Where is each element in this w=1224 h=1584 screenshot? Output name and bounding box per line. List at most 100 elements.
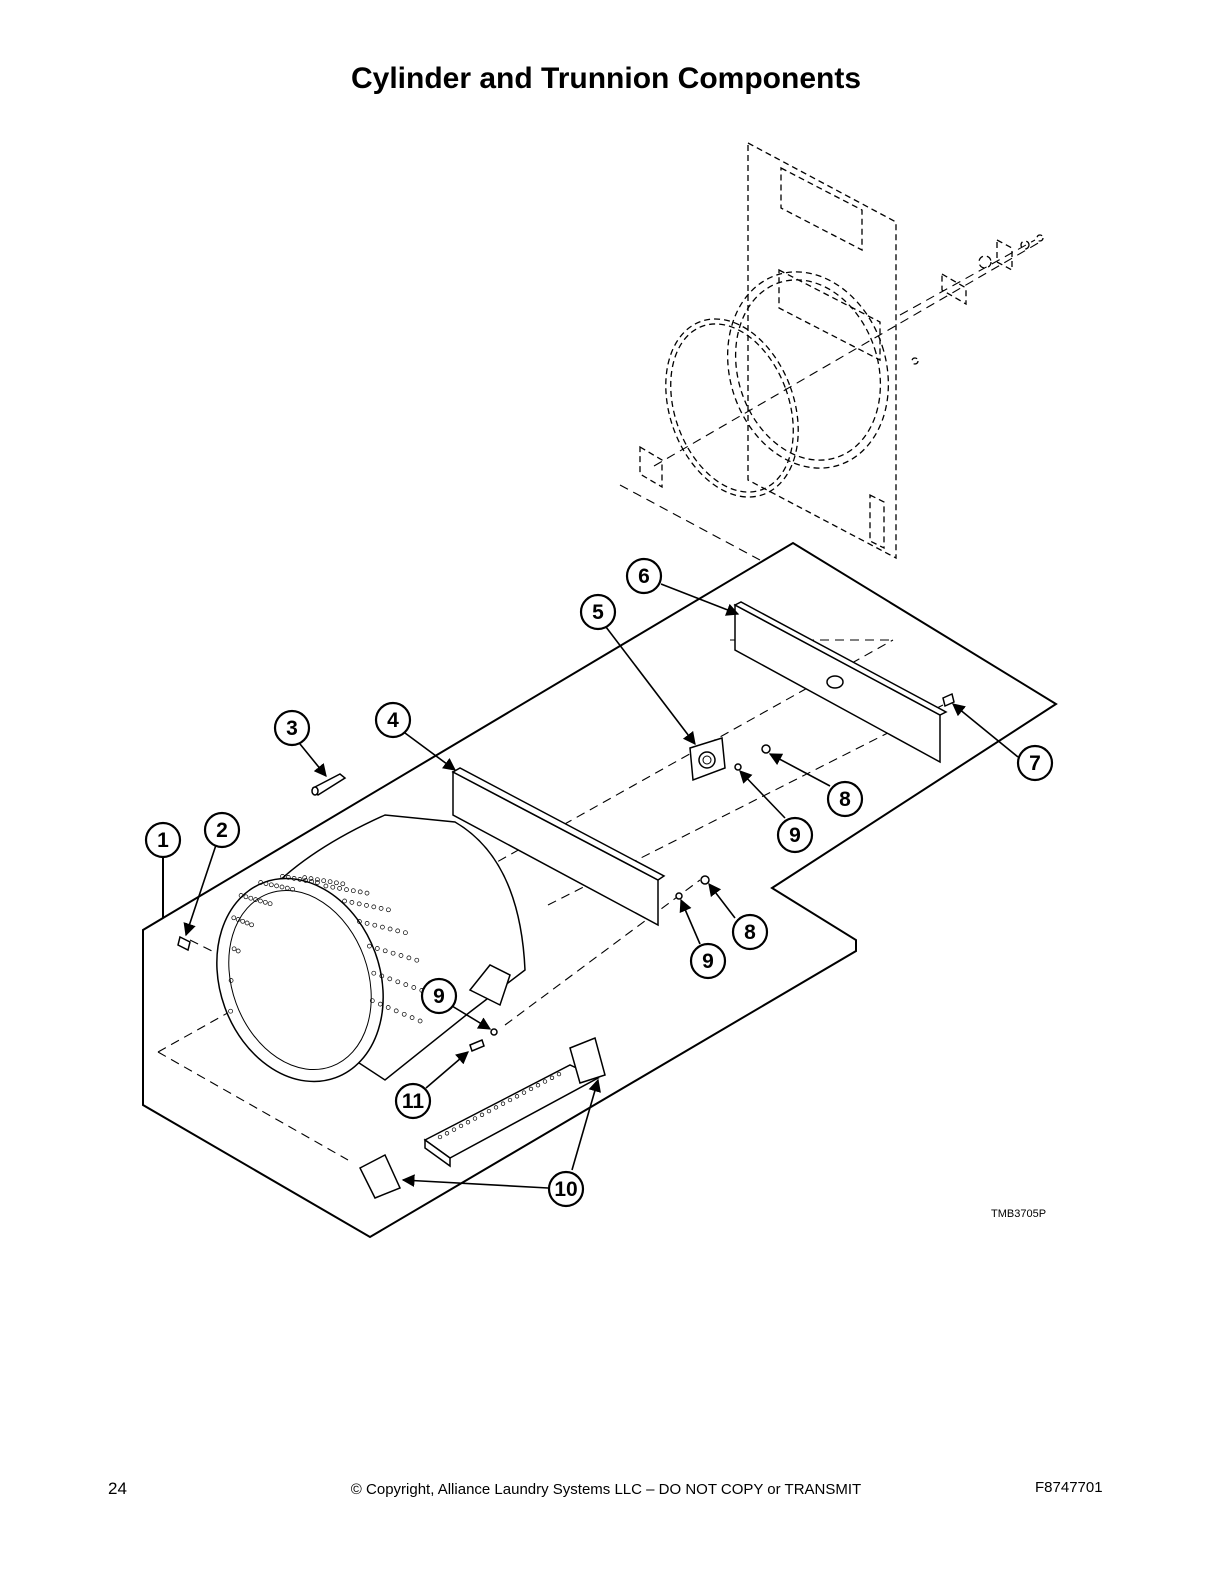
callout-9-lower: 9 (420, 977, 458, 1015)
perforation-dot (342, 898, 347, 904)
perforation-dot (303, 878, 309, 883)
perforation-dot (309, 879, 314, 884)
rib-hole (493, 1105, 499, 1110)
bar-4 (451, 767, 666, 927)
perforation-dot (323, 883, 329, 889)
callout-2-label: 2 (216, 819, 228, 842)
callout-8-upper-label: 8 (839, 788, 851, 811)
perforation-dot (267, 901, 273, 907)
bearing-plate-5 (689, 737, 726, 782)
perforation-dot (235, 948, 241, 954)
document-number: F8747701 (1035, 1479, 1103, 1496)
rib-10 (358, 1036, 606, 1199)
perforation-dot (228, 1008, 233, 1014)
fasteners (469, 692, 955, 1053)
page-number: 24 (108, 1479, 127, 1498)
perforation-dot (291, 876, 297, 881)
callout-5: 5 (579, 593, 617, 631)
callout-8-upper: 8 (826, 780, 864, 818)
rib-hole (500, 1101, 506, 1106)
perforation-dot (409, 1015, 415, 1020)
rib-hole (479, 1112, 485, 1117)
perforation-dot (244, 920, 250, 926)
callout-3-label: 3 (286, 717, 298, 740)
perforation-dot (308, 876, 314, 881)
perforation-dot (231, 946, 237, 952)
perforation-dot (285, 875, 291, 880)
callout-7: 7 (1016, 744, 1054, 782)
rib-hole (486, 1108, 492, 1114)
perforation-dot (315, 877, 320, 883)
drawing-code: TMB3705P (991, 1208, 1047, 1220)
callout-6-label: 6 (638, 565, 650, 588)
copyright-notice: © Copyright, Alliance Laundry Systems LL… (350, 1481, 862, 1498)
perforation-dot (403, 982, 409, 987)
perforation-dot (315, 880, 320, 885)
assembly-boundary (142, 541, 1058, 1239)
callout-1: 1 (144, 821, 182, 859)
callout-2: 2 (203, 811, 241, 849)
perforation-dot (374, 946, 380, 951)
perforation-dot (258, 880, 264, 885)
page-title: Cylinder and Trunnion Components (351, 62, 861, 95)
rib-hole (514, 1094, 520, 1099)
perforation-dot (350, 888, 356, 894)
perforation-dot (258, 898, 263, 904)
perforation-dot (406, 955, 412, 961)
rib-hole (528, 1086, 534, 1092)
callout-3: 3 (273, 709, 311, 747)
perforation-dot (380, 924, 385, 930)
perforation-dot (249, 922, 254, 928)
perforation-dot (248, 895, 254, 901)
rib-hole (437, 1134, 443, 1140)
perforation-dot (327, 879, 333, 885)
perforation-dot (290, 886, 295, 892)
rib-hole (444, 1131, 450, 1136)
perforation-dot (344, 887, 349, 892)
perforation-dot (364, 921, 370, 926)
rib-hole (451, 1127, 457, 1132)
perforation-dot (378, 906, 384, 911)
callout-9-middle-label: 9 (702, 950, 714, 973)
perforation-dot (403, 930, 408, 936)
perforation-dot (243, 894, 249, 900)
perforation-dot (357, 889, 363, 895)
perforation-dot (349, 900, 355, 905)
rib-hole (556, 1071, 562, 1077)
rib-hole (549, 1075, 555, 1080)
perforation-dot (379, 973, 385, 979)
callout-9-upper: 9 (776, 816, 814, 854)
cylinder-perforations (228, 874, 425, 1024)
perforation-dot (228, 978, 234, 983)
callout-9-middle: 9 (689, 942, 727, 980)
rib-hole (521, 1090, 527, 1095)
perforation-dot (390, 950, 396, 956)
perforation-dot (321, 878, 327, 884)
perforation-dot (387, 926, 393, 932)
rib-hole (465, 1120, 471, 1125)
perforation-dot (395, 928, 401, 934)
perforation-dot (371, 904, 377, 910)
perforation-dot (238, 893, 244, 898)
perforation-dot (372, 922, 378, 928)
callout-7-label: 7 (1029, 752, 1041, 775)
perforation-dot (337, 886, 342, 891)
callout-9-upper-label: 9 (789, 824, 801, 847)
rib-hole (472, 1116, 478, 1121)
perforation-dot (385, 1005, 391, 1010)
callout-10: 10 (547, 1170, 585, 1208)
perforation-dot (340, 881, 346, 887)
cylinder (216, 814, 526, 1083)
perforation-dot (279, 884, 285, 890)
perforation-dot (371, 970, 377, 976)
callout-9-lower-label: 9 (433, 985, 445, 1008)
perforation-dot (387, 976, 393, 982)
perforation-dot (334, 880, 339, 886)
bolt-2 (177, 935, 191, 952)
perforation-dot (274, 883, 279, 889)
callout-8-lower-label: 8 (744, 921, 756, 944)
perforation-dot (235, 917, 241, 922)
perforation-dot (386, 907, 391, 913)
perforation-dot (411, 985, 417, 990)
